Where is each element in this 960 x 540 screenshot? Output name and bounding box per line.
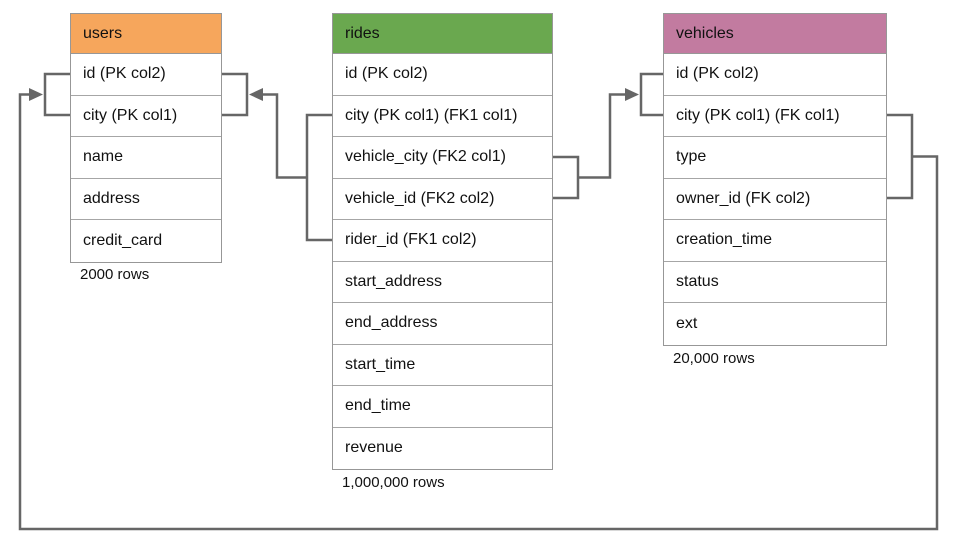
table-vehicles-header: vehicles [664, 14, 886, 54]
column-row: name [71, 137, 221, 179]
column-row: credit_card [71, 220, 221, 262]
column-row: id (PK col2) [71, 54, 221, 96]
column-row: address [71, 178, 221, 220]
arrowhead-into-users-left [29, 88, 43, 101]
table-users: users id (PK col2) city (PK col1) name a… [70, 13, 222, 263]
column-row: type [664, 137, 886, 179]
column-row: city (PK col1) (FK1 col1) [333, 95, 552, 137]
column-row: status [664, 261, 886, 303]
arrowhead-into-users-right [249, 88, 263, 101]
vehicles-row-count: 20,000 rows [673, 350, 755, 367]
table-rides-header: rides [333, 14, 552, 54]
column-row: ext [664, 303, 886, 345]
connector-rides-to-users [222, 72, 332, 242]
users-row-count: 2000 rows [80, 266, 150, 283]
column-row: start_address [333, 261, 552, 303]
table-rides: rides id (PK col2) city (PK col1) (FK1 c… [332, 13, 553, 470]
table-vehicles: vehicles id (PK col2) city (PK col1) (FK… [663, 13, 887, 346]
column-row: end_address [333, 303, 552, 345]
column-row: id (PK col2) [664, 54, 886, 96]
table-users-header: users [71, 14, 221, 54]
column-row: end_time [333, 386, 552, 428]
connector-vehicles-to-users [18, 72, 939, 531]
arrowhead-into-vehicles-left [625, 88, 639, 101]
column-row: city (PK col1) (FK col1) [664, 95, 886, 137]
column-row: revenue [333, 427, 552, 469]
column-row: owner_id (FK col2) [664, 178, 886, 220]
column-row: vehicle_city (FK2 col1) [333, 137, 552, 179]
column-row: vehicle_id (FK2 col2) [333, 178, 552, 220]
column-row: creation_time [664, 220, 886, 262]
rides-row-count: 1,000,000 rows [342, 474, 445, 491]
column-row: rider_id (FK1 col2) [333, 220, 552, 262]
column-row: start_time [333, 344, 552, 386]
column-row: city (PK col1) [71, 95, 221, 137]
column-row: id (PK col2) [333, 54, 552, 96]
connector-rides-to-vehicles [553, 72, 665, 200]
